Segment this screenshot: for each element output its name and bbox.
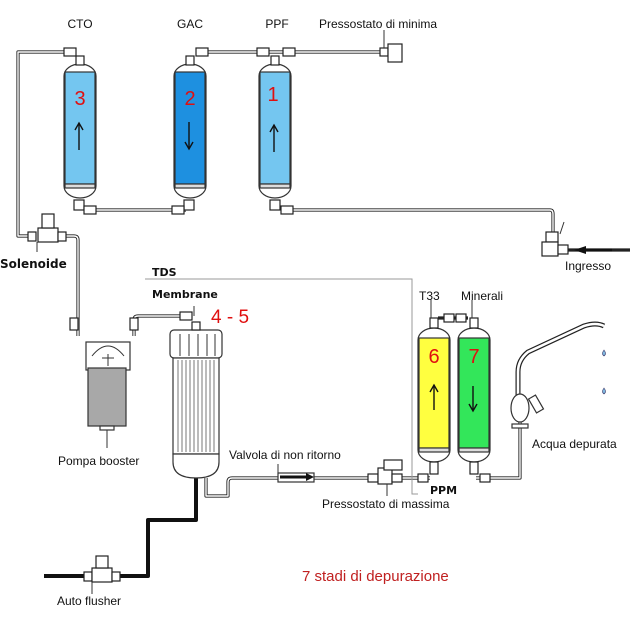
stage-number-2: 2 bbox=[184, 88, 195, 110]
check-valve[interactable] bbox=[277, 464, 315, 483]
water-drop-icon bbox=[602, 349, 606, 357]
stage-number-1: 1 bbox=[267, 84, 278, 106]
stage-number-3: 3 bbox=[74, 88, 85, 110]
membrane-housing[interactable] bbox=[169, 306, 223, 479]
tds-ppm-connector bbox=[145, 278, 418, 495]
faucet[interactable] bbox=[510, 321, 606, 429]
label-auto-flusher: Auto flusher bbox=[57, 594, 121, 608]
diagram-title: 7 stadi di depurazione bbox=[302, 568, 449, 585]
label-faucet: Acqua depurata bbox=[532, 437, 617, 451]
filter-stage-3-cto[interactable] bbox=[63, 55, 97, 211]
label-high-pressure-switch: Pressostato di massima bbox=[322, 497, 450, 511]
filter-stage-6-t33[interactable] bbox=[417, 300, 451, 475]
label-low-pressure-switch: Pressostato di minima bbox=[319, 17, 437, 31]
label-booster-pump: Pompa booster bbox=[58, 454, 139, 468]
booster-pump[interactable] bbox=[85, 341, 131, 448]
label-ppf: PPF bbox=[265, 17, 288, 31]
inlet-valve[interactable] bbox=[541, 221, 612, 257]
label-minerals: Minerali bbox=[461, 289, 503, 303]
label-gac: GAC bbox=[177, 17, 203, 31]
label-ppm: PPM bbox=[430, 484, 457, 497]
drain-line bbox=[44, 478, 198, 578]
label-tds: TDS bbox=[152, 266, 177, 279]
solenoid-valve[interactable] bbox=[27, 213, 67, 252]
filter-stage-1-ppf[interactable] bbox=[258, 55, 292, 211]
filter-stage-7-minerali[interactable] bbox=[457, 300, 491, 475]
label-inlet: Ingresso bbox=[565, 259, 611, 273]
label-solenoid: Solenoide bbox=[0, 257, 67, 271]
label-membrane: Membrane bbox=[152, 288, 218, 301]
label-check-valve: Valvola di non ritorno bbox=[229, 448, 341, 462]
filter-stage-2-gac[interactable] bbox=[173, 55, 207, 211]
label-t33: T33 bbox=[419, 289, 440, 303]
auto-flusher[interactable] bbox=[83, 555, 121, 594]
low-pressure-switch[interactable] bbox=[379, 30, 403, 63]
stage-number-membrane: 4 - 5 bbox=[211, 307, 249, 328]
label-cto: CTO bbox=[67, 17, 92, 31]
flow-in-arrow-icon bbox=[574, 246, 586, 254]
water-drop-icon bbox=[602, 387, 606, 395]
stage-number-7: 7 bbox=[468, 346, 479, 368]
fittings bbox=[63, 47, 491, 483]
stage-number-6: 6 bbox=[428, 346, 439, 368]
high-pressure-switch[interactable] bbox=[367, 459, 403, 496]
